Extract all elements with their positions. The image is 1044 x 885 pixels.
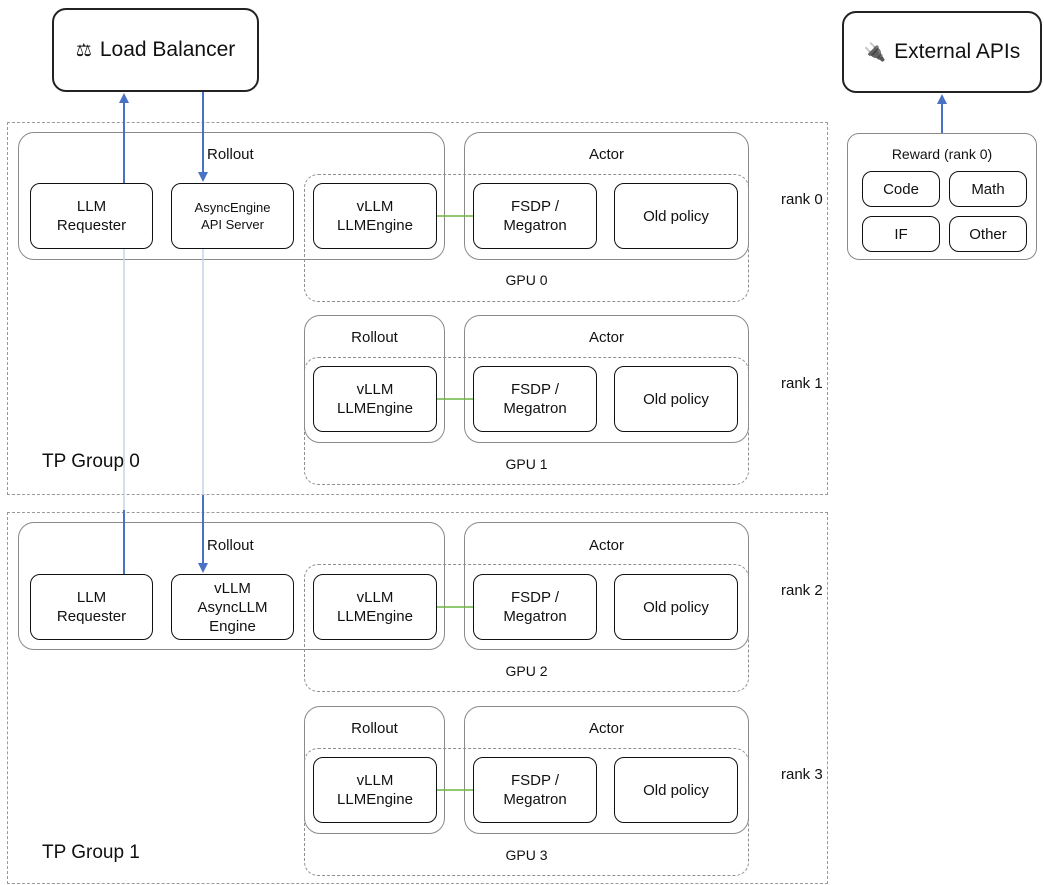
- old-policy-rank-3: Old policy: [614, 757, 738, 823]
- vllm-engine-rank-1: vLLM LLMEngine: [313, 366, 437, 432]
- fsdp-megatron-rank-1: FSDP / Megatron: [473, 366, 597, 432]
- actor-label-rank-3: Actor: [588, 720, 624, 737]
- old-policy-rank-1: Old policy: [614, 366, 738, 432]
- rollout-panel-rank-2: [18, 522, 445, 650]
- rank-2-label: rank 2: [781, 582, 823, 599]
- reward-item-math: Math: [949, 171, 1027, 207]
- gpu-1-box: [304, 357, 749, 485]
- llm-requester-rank-0: LLM Requester: [30, 183, 153, 249]
- fsdp-megatron-rank-3: FSDP / Megatron: [473, 757, 597, 823]
- gpu-0-box: [304, 174, 749, 302]
- gpu-3-box: [304, 748, 749, 876]
- tp-group-0-label: TP Group 0: [42, 451, 140, 472]
- plug-icon: 🔌: [863, 41, 887, 62]
- balance-scale-icon: ⚖: [75, 39, 92, 60]
- load-balancer-label: Load Balancer: [99, 38, 236, 61]
- rollout-panel-rank-0: [18, 132, 445, 260]
- fsdp-megatron-rank-2: FSDP / Megatron: [473, 574, 597, 640]
- llm-requester-rank-2: LLM Requester: [30, 574, 153, 640]
- load-balancer-box: ⚖ Load Balancer: [52, 8, 259, 92]
- reward-title: Reward (rank 0): [891, 146, 993, 162]
- gpu-3-label: GPU 3: [505, 847, 548, 863]
- rollout-label-rank-3: Rollout: [351, 720, 398, 737]
- vllm-engine-rank-2: vLLM LLMEngine: [313, 574, 437, 640]
- gpu-2-box: [304, 564, 749, 692]
- old-policy-rank-0: Old policy: [614, 183, 738, 249]
- vllm-engine-rank-3: vLLM LLMEngine: [313, 757, 437, 823]
- reward-panel: [847, 133, 1037, 260]
- tp-group-0: [7, 122, 828, 495]
- external-apis-box: 🔌 External APIs: [842, 11, 1042, 93]
- rank-1-label: rank 1: [781, 375, 823, 392]
- rank-3-label: rank 3: [781, 766, 823, 783]
- fsdp-megatron-rank-0: FSDP / Megatron: [473, 183, 597, 249]
- reward-item-if: IF: [862, 216, 940, 252]
- actor-label-rank-2: Actor: [588, 537, 624, 554]
- external-apis-label: External APIs: [894, 40, 1021, 63]
- gpu-1-label: GPU 1: [505, 456, 548, 472]
- rank-0-label: rank 0: [781, 191, 823, 208]
- gpu-2-label: GPU 2: [505, 663, 548, 679]
- rollout-label-rank-1: Rollout: [351, 329, 398, 346]
- rollout-label-rank-0: Rollout: [207, 146, 254, 163]
- gpu-0-label: GPU 0: [505, 272, 548, 288]
- vllm-async-llm-engine: vLLM AsyncLLM Engine: [171, 574, 294, 640]
- vllm-engine-rank-0: vLLM LLMEngine: [313, 183, 437, 249]
- async-engine-api-server: AsyncEngine API Server: [171, 183, 294, 249]
- actor-label-rank-1: Actor: [588, 329, 624, 346]
- tp-group-1-label: TP Group 1: [42, 842, 140, 863]
- old-policy-rank-2: Old policy: [614, 574, 738, 640]
- reward-item-other: Other: [949, 216, 1027, 252]
- tp-group-1: [7, 512, 828, 884]
- rollout-label-rank-2: Rollout: [207, 537, 254, 554]
- reward-item-code: Code: [862, 171, 940, 207]
- actor-label-rank-0: Actor: [588, 146, 624, 163]
